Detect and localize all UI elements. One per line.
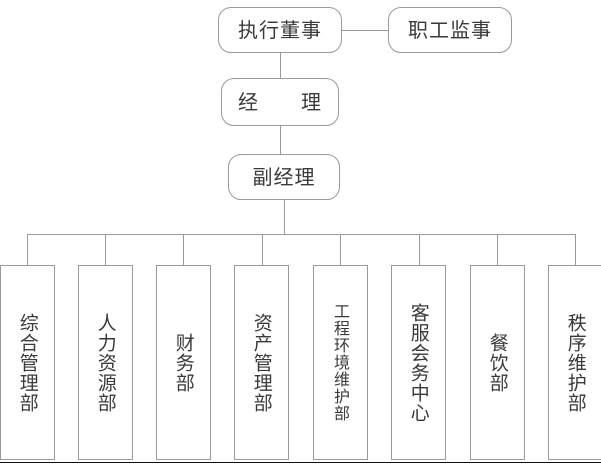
dept-box-5[interactable]: 工程环境维护部 [313,265,368,460]
connector-manager-to-deputy [280,126,281,154]
dept-box-4[interactable]: 资产管理部 [234,265,289,460]
node-label: 副经理 [252,165,316,189]
dept-label: 工程环境维护部 [331,303,351,422]
dept-label: 餐饮部 [486,332,509,393]
drop-line-dept-7 [497,234,498,265]
drop-line-dept-2 [105,234,106,265]
connector-director-to-manager [280,53,281,78]
drop-line-dept-8 [575,234,576,265]
dept-box-8[interactable]: 秩序维护部 [548,265,601,460]
dept-box-2[interactable]: 人力资源部 [78,265,133,460]
dept-label: 秩序维护部 [564,312,587,413]
dept-label: 财务部 [172,332,195,393]
dept-box-6[interactable]: 客服会务中心 [391,265,446,460]
dept-box-3[interactable]: 财务部 [156,265,211,460]
dept-label: 客服会务中心 [407,302,430,423]
connector-deputy-to-bus [284,200,285,234]
drop-line-dept-3 [183,234,184,265]
bottom-rule [0,462,601,463]
dept-label: 人力资源部 [94,312,117,413]
node-label: 职工监事 [408,18,492,42]
dept-box-1[interactable]: 综合管理部 [0,265,55,460]
drop-line-dept-1 [27,234,28,265]
node-deputy-manager[interactable]: 副经理 [228,154,340,200]
drop-line-dept-4 [262,234,263,265]
node-employee-supervisor[interactable]: 职工监事 [388,7,512,53]
dept-label: 综合管理部 [16,312,39,413]
node-manager[interactable]: 经 理 [221,78,339,126]
node-label: 执行董事 [238,18,322,42]
connector-director-to-supervisor [342,30,388,31]
drop-line-dept-5 [340,234,341,265]
department-bus-line [27,234,576,235]
dept-box-7[interactable]: 餐饮部 [470,265,525,460]
node-executive-director[interactable]: 执行董事 [218,7,342,53]
drop-line-dept-6 [419,234,420,265]
node-label: 经 理 [238,90,322,114]
dept-label: 资产管理部 [250,312,273,413]
